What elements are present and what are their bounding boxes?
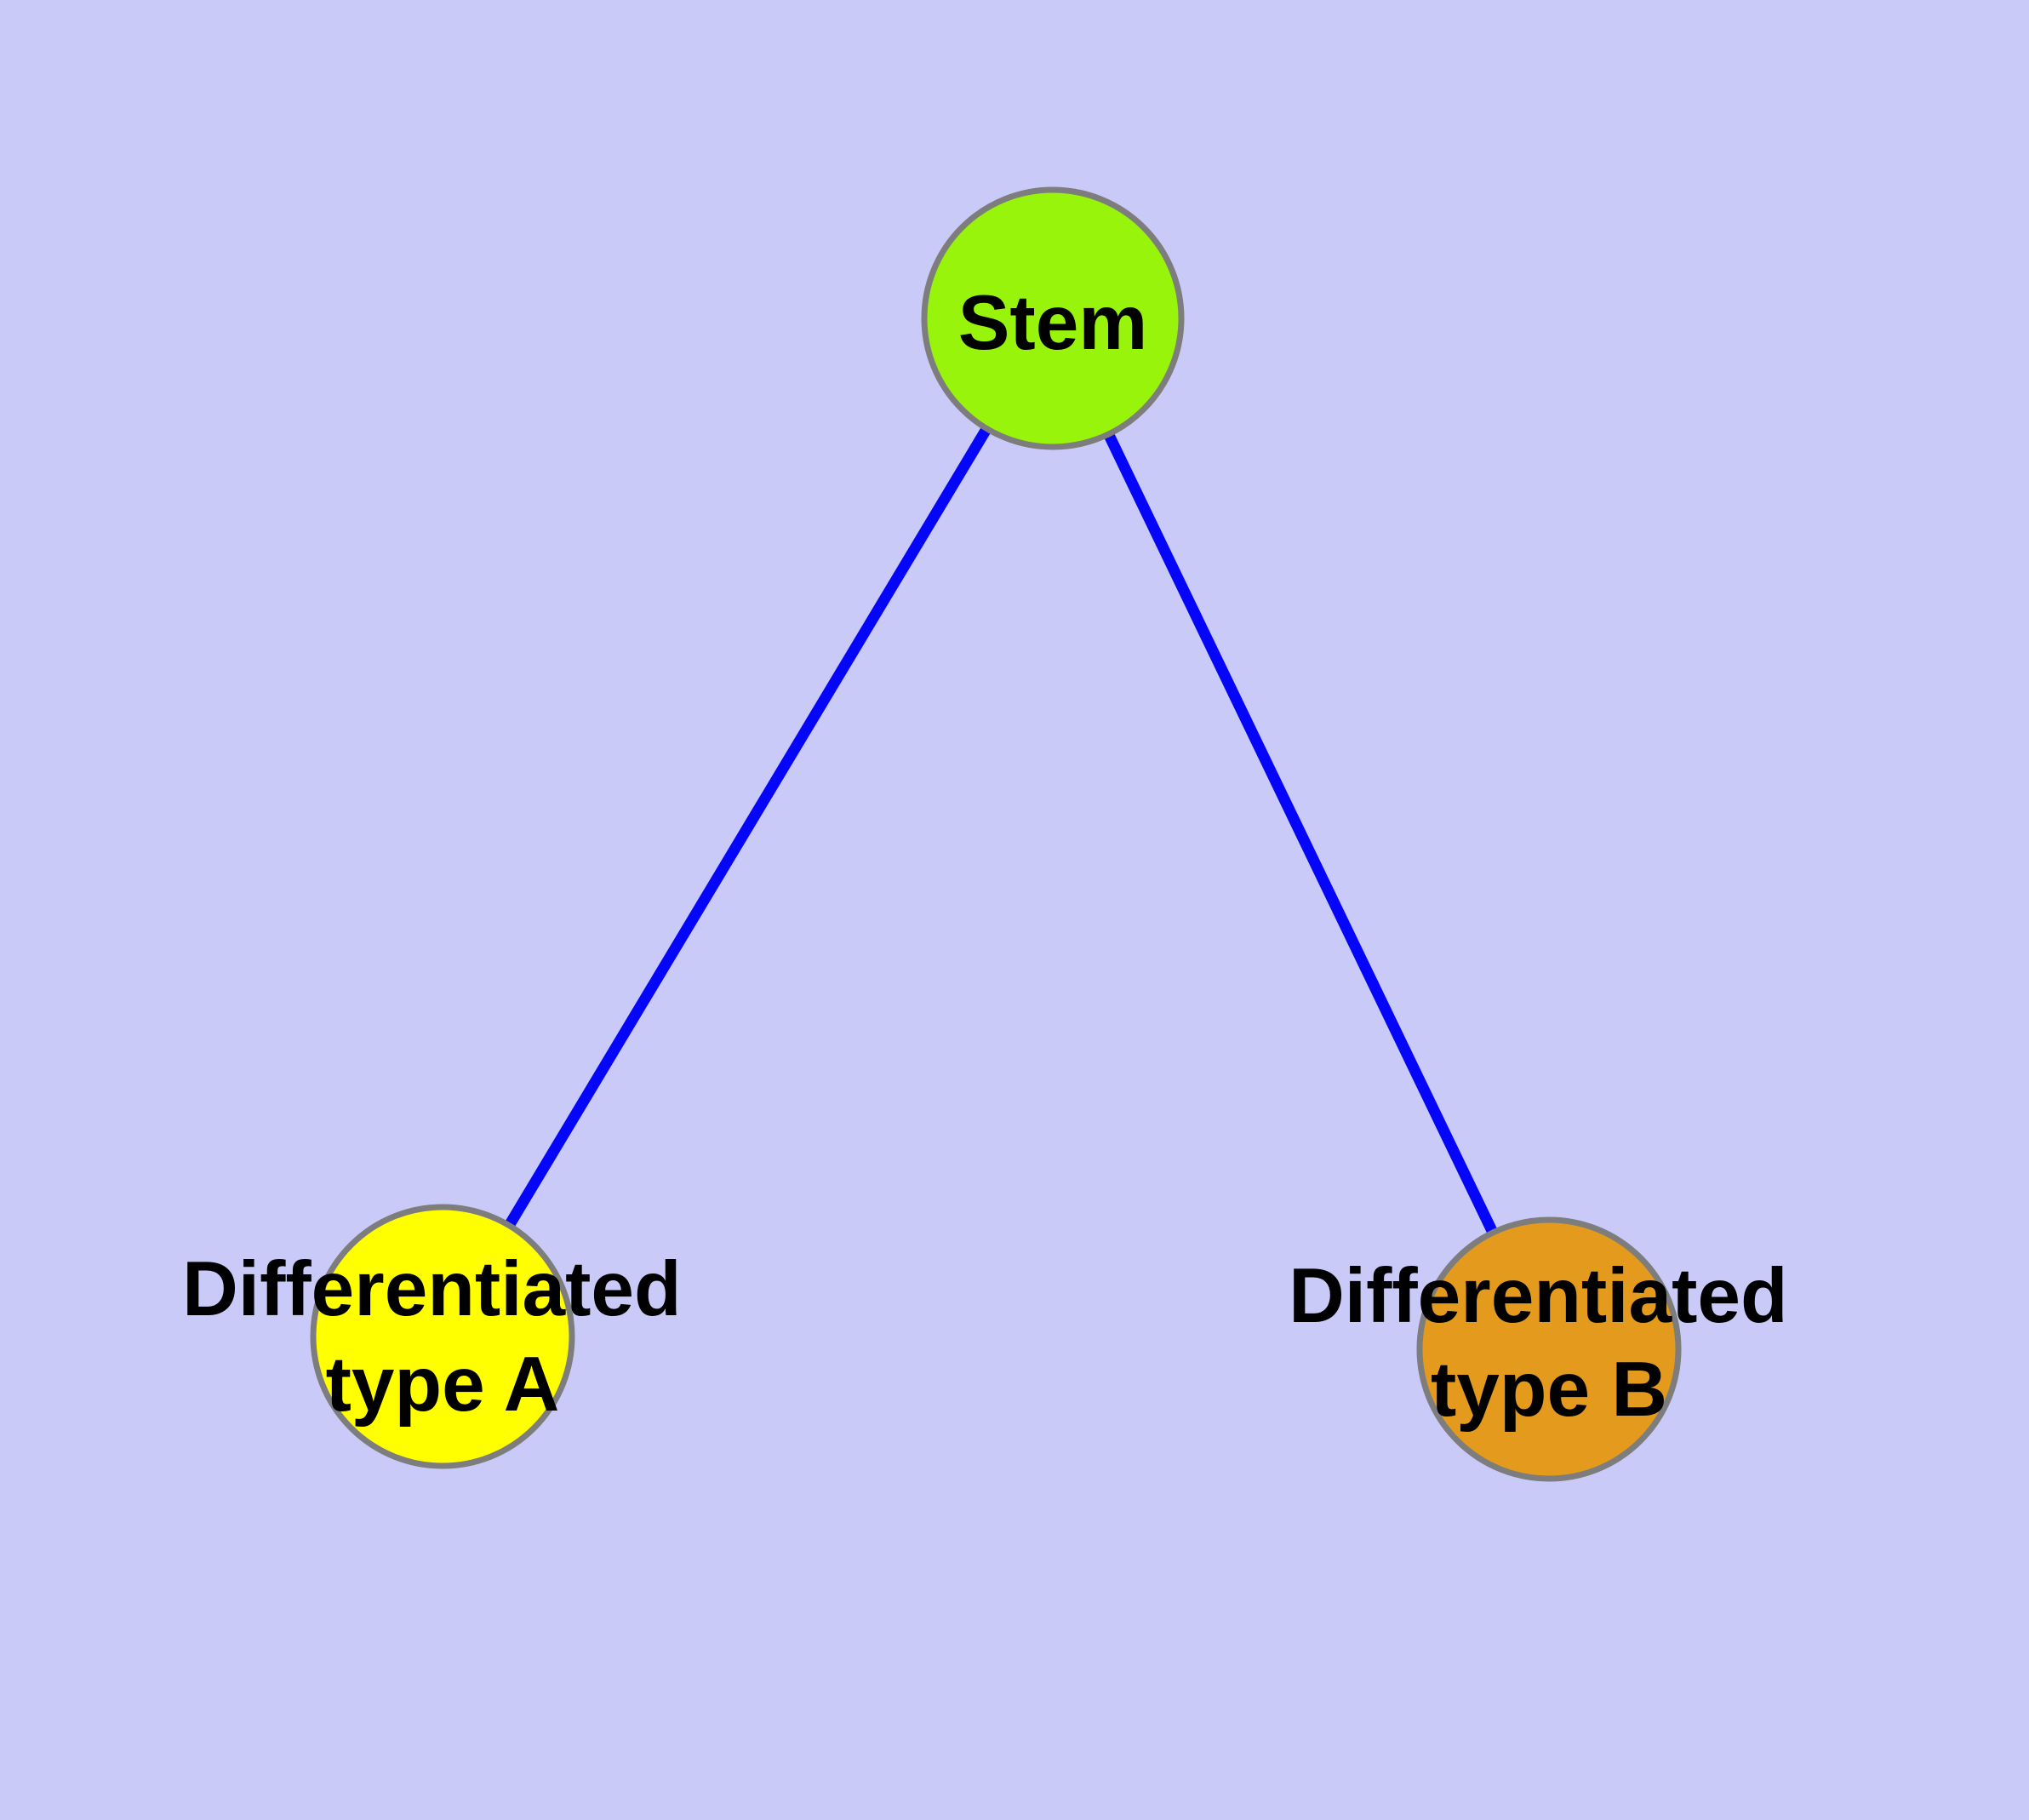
node-type-b-label: Differentiated type B [1289,1253,1809,1433]
node-stem-label: Stem [958,280,1148,366]
edge-stem-to-type-a [437,315,1058,1340]
node-type-a-circle[interactable] [310,1204,575,1469]
node-type-a-label-line2: type A [326,1342,560,1428]
node-type-a-label: Differentiated type A [182,1246,703,1428]
node-type-b-circle[interactable] [1416,1216,1682,1482]
node-type-a-label-line1: Differentiated [182,1246,682,1332]
edge-stem-to-type-b [1048,316,1554,1352]
node-stem-circle[interactable] [921,186,1185,450]
node-type-b-label-line2: type B [1431,1347,1667,1433]
node-type-b-label-line1: Differentiated [1289,1253,1788,1339]
node-stem-label-line1: Stem [958,280,1148,366]
